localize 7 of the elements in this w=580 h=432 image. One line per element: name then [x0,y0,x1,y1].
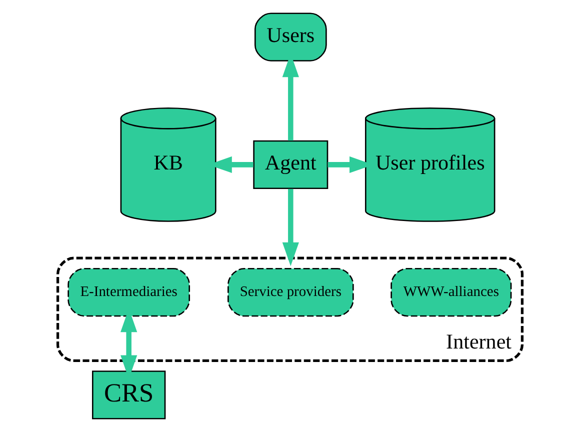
node-box: Agent [253,140,328,190]
node-box: E-Intermediaries [68,268,190,317]
arrow [282,188,299,266]
node-box: Users [254,12,327,62]
node-box: Service providers [228,268,354,317]
node-box: CRS [92,370,166,420]
node-box: WWW-alliances [390,268,512,317]
